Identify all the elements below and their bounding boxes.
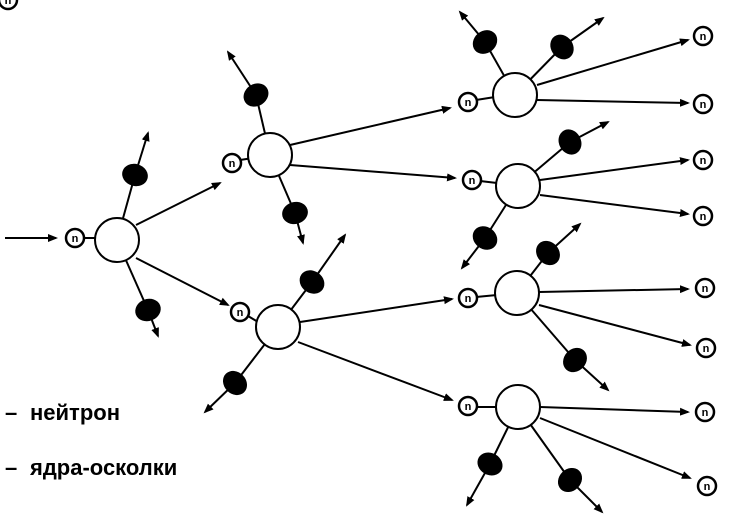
legend-dash-neutron: – <box>5 400 17 425</box>
neutron-to-nucleus <box>475 96 496 101</box>
neutron-path <box>135 182 222 226</box>
neutron-path <box>297 341 454 401</box>
fragment-nucleus <box>558 129 582 155</box>
nucleus <box>247 132 293 178</box>
neutron-node <box>692 149 714 171</box>
neutron-node <box>692 93 714 115</box>
neutron-glyph: n <box>237 307 244 319</box>
neutron-glyph: n <box>465 293 472 305</box>
fragment-nucleus <box>536 240 560 266</box>
neutron-glyph: n <box>465 97 472 109</box>
nucleus <box>494 270 540 316</box>
neutron-glyph: n <box>229 158 236 170</box>
neutron-path <box>539 157 690 181</box>
neutron-path <box>538 285 690 294</box>
neutron-path <box>536 38 690 86</box>
nucleus <box>495 163 541 209</box>
nucleus <box>495 384 541 430</box>
neutron-path <box>536 98 690 107</box>
nucleus <box>94 217 140 263</box>
fragment-nucleus <box>243 83 269 107</box>
neutron-glyph: n <box>700 31 707 43</box>
neutron-path <box>539 417 692 479</box>
neutron-node <box>457 91 479 113</box>
neutron-node <box>695 337 717 359</box>
fragment-nucleus <box>477 452 503 476</box>
neutron-to-nucleus <box>479 180 498 184</box>
neutron-node <box>457 287 479 309</box>
fragment-nucleus <box>222 370 248 396</box>
neutron-path <box>289 105 452 146</box>
neutron-path <box>135 257 230 306</box>
neutron-node <box>692 25 714 47</box>
fragment-nucleus <box>472 30 498 54</box>
fragment-nucleus <box>557 467 583 493</box>
fragment-nucleus <box>563 347 587 373</box>
neutron-glyph: n <box>702 283 709 295</box>
fragment-nucleus <box>282 201 308 225</box>
neutron-glyph: n <box>5 0 12 7</box>
legend-fragments-label: ядра-осколки <box>29 455 177 480</box>
fragment-nucleus <box>550 34 574 60</box>
neutron-node <box>457 395 479 417</box>
nucleus <box>492 72 538 118</box>
edges <box>5 10 692 514</box>
nodes: n n n n n n n n n n n n n n n n <box>0 0 718 497</box>
neutron-glyph: n <box>465 401 472 413</box>
neutron-glyph: n <box>469 175 476 187</box>
neutron-node <box>229 301 251 323</box>
neutron-node <box>692 205 714 227</box>
legend: – нейтрон ядра-осколки – ядра-осколки <box>5 400 177 480</box>
fragment-nucleus <box>135 298 161 322</box>
neutron-path <box>538 304 692 347</box>
neutron-path <box>299 296 454 323</box>
neutron-glyph: n <box>700 211 707 223</box>
neutron-node <box>64 227 86 249</box>
neutron-node <box>696 475 718 497</box>
neutron-path <box>289 164 457 182</box>
neutron-glyph: n <box>700 155 707 167</box>
neutron-path <box>539 406 690 416</box>
neutron-glyph: n <box>704 481 711 493</box>
fragment-nucleus <box>122 163 148 187</box>
neutron-node <box>221 152 243 174</box>
legend-neutron-label: нейтрон <box>30 400 120 425</box>
neutron-glyph: n <box>703 343 710 355</box>
neutron-to-nucleus <box>475 294 498 298</box>
neutron-glyph: n <box>700 99 707 111</box>
neutron-node <box>461 169 483 191</box>
fragment-nucleus <box>299 270 325 294</box>
fragment-nucleus <box>472 226 498 250</box>
neutron-node <box>0 0 19 11</box>
neutron-node <box>694 401 716 423</box>
neutron-node <box>694 277 716 299</box>
neutron-glyph: n <box>702 407 709 419</box>
neutron-glyph: n <box>72 233 79 245</box>
legend-dash-fragments-mark: – <box>5 455 17 480</box>
nucleus <box>255 304 301 350</box>
neutron-path <box>539 194 690 217</box>
